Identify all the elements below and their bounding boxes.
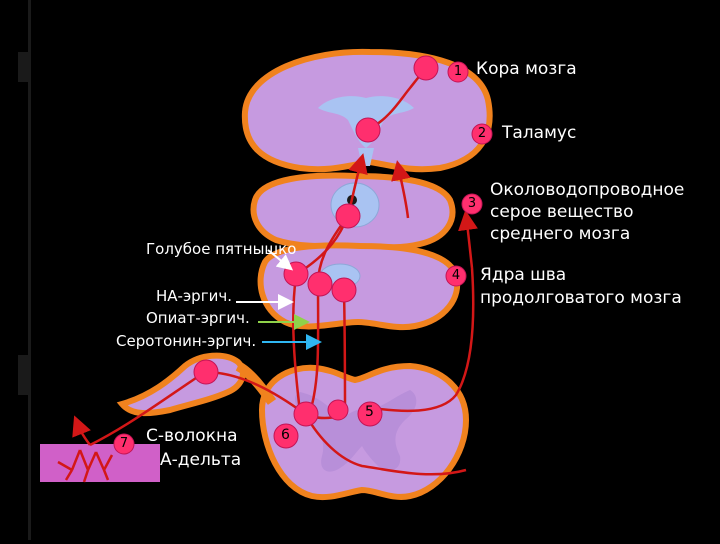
spinal-nerve-root [235,361,277,405]
label-serotonin: Серотонин-эргич. [116,332,257,350]
number-markers [113,61,493,455]
neurons [193,55,439,427]
label-locus-coeruleus: Голубое пятнышко [146,240,297,258]
label-raphe-line2: продолговатого мозга [480,288,682,308]
label-c-fibers: С-волокна [146,426,238,446]
number-1: 1 [453,64,463,79]
neuron-thalamus [355,117,381,143]
label-opiate: Опиат-эргич. [146,309,250,327]
label-pag: Околоводопроводное серое вещество средне… [490,180,685,244]
raphe-descending [308,283,320,413]
ascending-to-thalamus [391,160,411,219]
neuron-raphe-2 [331,277,357,303]
a-delta-fiber-arrow [72,415,91,446]
marker-7 [113,433,135,455]
decor-bar [28,0,31,540]
locus-pointer-arrow [267,249,294,271]
decor-block-2 [18,355,28,395]
label-ne: НА-эргич. [156,287,232,305]
marker-6 [273,423,299,449]
label-raphe-line1: Ядра шва [480,265,567,285]
neuron-pag [335,203,361,229]
number-5: 5 [365,404,374,420]
number-4: 4 [451,268,461,283]
neuron-dorsal-horn-2 [327,399,349,421]
dorsal-root-ganglion [116,352,246,417]
marker-3 [461,193,483,215]
neuron-raphe [307,271,333,297]
label-cortex: Кора мозга [476,59,577,79]
label-a-delta: А-дельта [160,450,242,470]
spinal-interneuron-path [303,413,467,476]
number-2: 2 [477,126,487,141]
number-3: 3 [467,196,477,211]
marker-2 [471,123,493,145]
marker-5 [357,401,383,427]
decor-block [18,52,30,82]
label-thalamus: Таламус [502,123,577,143]
spinothalamic-tract [371,267,475,413]
number-7: 7 [119,436,129,451]
neuron-dorsal-horn-1 [293,401,319,427]
marker-4 [445,265,467,287]
number-6: 6 [281,427,290,443]
marker-1 [447,61,469,83]
free-nerve-endings [57,449,114,483]
neuron-ganglion [193,359,219,385]
ascending-raphe [458,210,478,269]
neuron-cortex [413,55,439,81]
locus-descending [292,275,302,413]
